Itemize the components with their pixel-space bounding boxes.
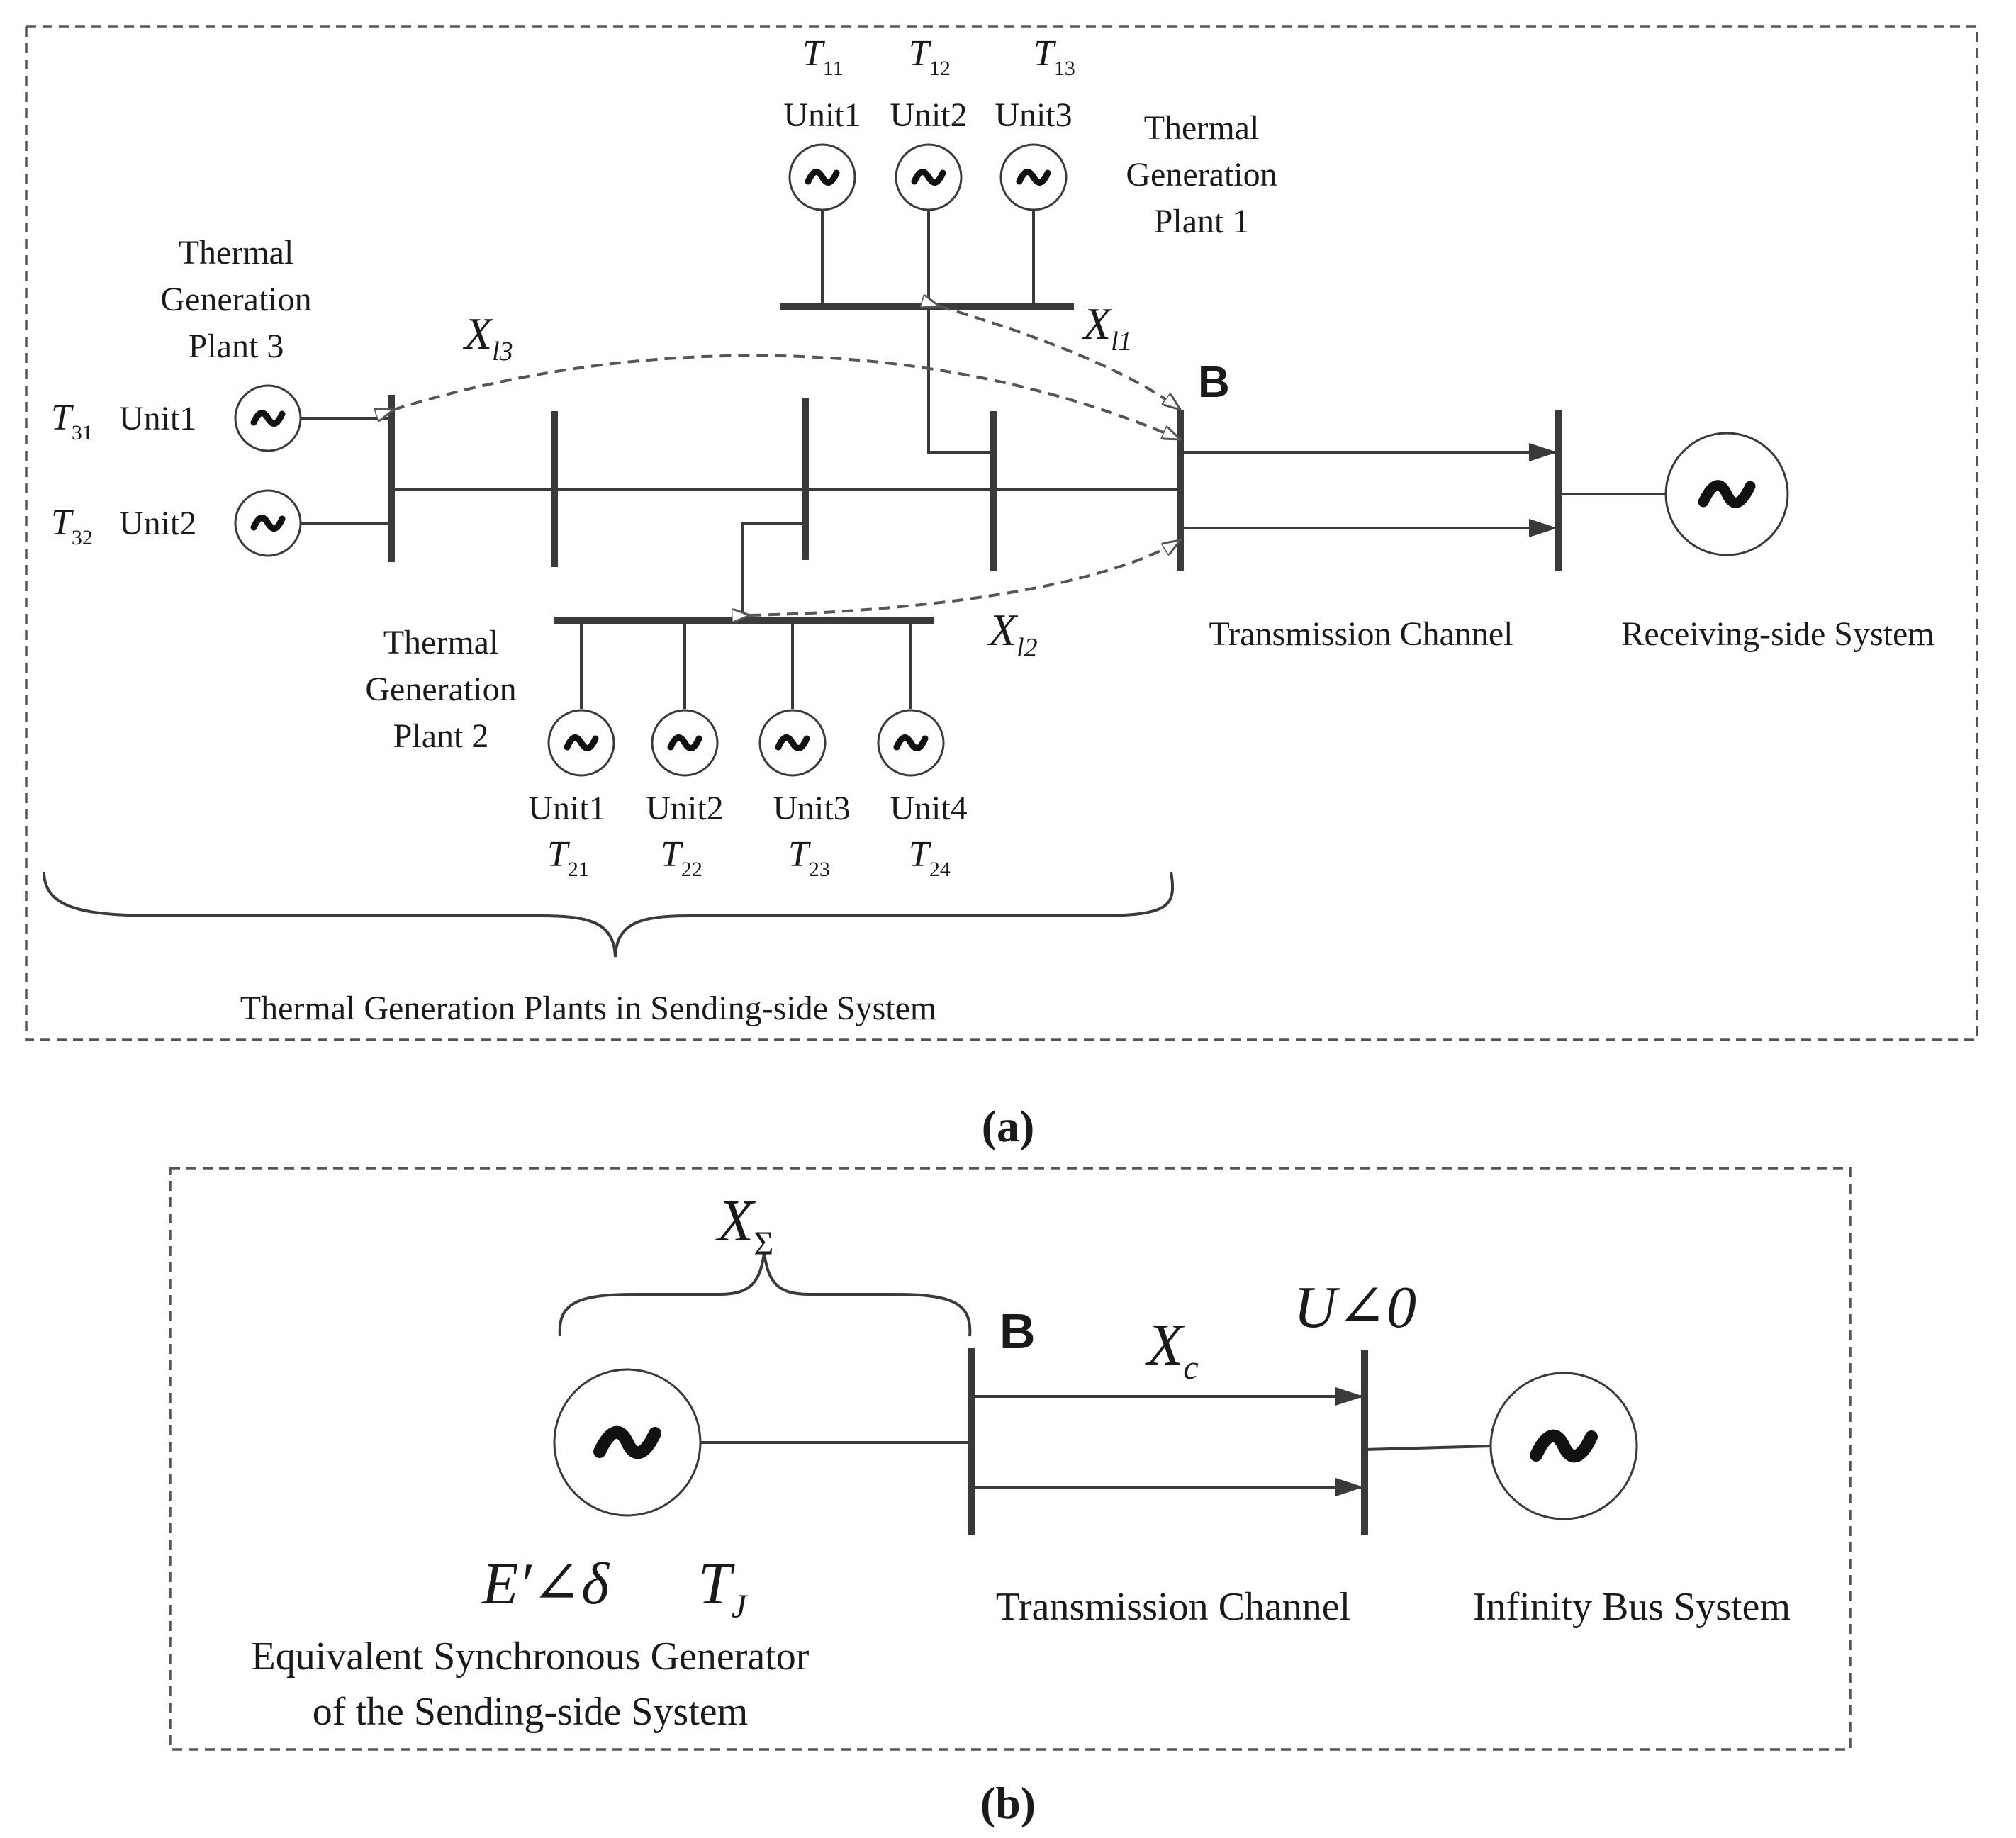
plant-2-unit-2-inertia: T22 bbox=[661, 834, 702, 881]
sending-side-group-label: Thermal Generation Plants in Sending-sid… bbox=[240, 990, 937, 1027]
x-sigma-label: XΣ bbox=[715, 1188, 773, 1262]
plant-3-unit-2-inertia: T32 bbox=[51, 503, 93, 549]
plant-2-title-line-1: Thermal bbox=[383, 624, 499, 661]
reactance-l1-label: Xl1 bbox=[1081, 298, 1132, 357]
plant-1-title-line-1: Thermal bbox=[1144, 109, 1260, 147]
infinity-system-generator-icon bbox=[1489, 1372, 1638, 1520]
plant-1-unit-1-generator-icon bbox=[788, 143, 856, 211]
plant-2-title-line-3: Plant 2 bbox=[393, 717, 489, 755]
plant-1-unit-3-inertia: T13 bbox=[1034, 33, 1075, 80]
reactance-l2-label: Xl2 bbox=[987, 605, 1038, 663]
x-sigma-brace bbox=[558, 1253, 972, 1337]
plant-1-unit-2-generator-icon bbox=[895, 143, 963, 211]
panel-a: Unit1 Unit2 Unit3 T11 T12 T13 Thermal Ge… bbox=[25, 25, 1978, 1041]
bus-b-label-b: B bbox=[999, 1304, 1036, 1359]
plant-3-unit-1-inertia: T31 bbox=[51, 398, 93, 444]
plant-2-unit-3-generator-icon bbox=[758, 709, 827, 777]
plant-2-tie-line bbox=[741, 522, 805, 620]
plant-1-title-line-2: Generation bbox=[1126, 156, 1277, 194]
panel-b: XΣ B Xc U∠0 E′∠δ TJ Equivalent Synchrono… bbox=[169, 1167, 1852, 1751]
equivalent-generator-icon bbox=[553, 1368, 702, 1517]
reactance-l3-arrow-icon bbox=[393, 354, 1180, 441]
plant-3: Unit1 Unit2 T31 T32 Thermal Generation P… bbox=[51, 234, 391, 557]
plant-2-unit-1-generator-icon bbox=[547, 709, 615, 777]
plant-1-unit-2-inertia: T12 bbox=[909, 33, 951, 80]
plant-3-title-line-2: Generation bbox=[160, 281, 311, 318]
infinity-feeder bbox=[1364, 1445, 1493, 1451]
plant-1-unit-2-label: Unit2 bbox=[890, 96, 967, 134]
plant-2-unit-4-inertia: T24 bbox=[909, 834, 951, 881]
plant-3-title-line-3: Plant 3 bbox=[189, 327, 284, 365]
equivalent-generator-label-line-2: of the Sending-side System bbox=[313, 1690, 748, 1734]
plant-2-title-line-2: Generation bbox=[365, 671, 516, 708]
infinity-bus-voltage: U∠0 bbox=[1294, 1274, 1416, 1340]
plant-2: Unit1 Unit2 Unit3 Unit4 T21 T22 T23 T24 … bbox=[365, 522, 968, 881]
plant-2-unit-1-inertia: T21 bbox=[547, 834, 589, 881]
plant-1-unit-1-label: Unit1 bbox=[783, 96, 861, 134]
panel-b-frame bbox=[169, 1167, 1852, 1751]
reactance-l3-label: Xl3 bbox=[462, 308, 513, 366]
plant-3-unit-1-label: Unit1 bbox=[119, 400, 196, 437]
plant-2-unit-2-generator-icon bbox=[651, 709, 719, 777]
plant-3-unit-2-label: Unit2 bbox=[119, 505, 196, 542]
plant-2-unit-2-label: Unit2 bbox=[646, 790, 723, 827]
tj-label: TJ bbox=[698, 1551, 749, 1625]
panel-a-frame bbox=[25, 25, 1978, 1041]
plant-2-unit-4-generator-icon bbox=[877, 709, 945, 777]
plant-2-unit-3-label: Unit3 bbox=[773, 790, 850, 827]
plant-3-unit-2-generator-icon bbox=[234, 489, 302, 557]
receiving-system-generator-icon bbox=[1664, 432, 1789, 556]
plant-2-unit-1-label: Unit1 bbox=[528, 790, 605, 827]
transmission-channel-label-b: Transmission Channel bbox=[996, 1585, 1350, 1629]
plant-1-unit-1-inertia: T11 bbox=[802, 33, 844, 80]
plant-1-title-line-3: Plant 1 bbox=[1154, 203, 1250, 240]
plant-1-unit-3-label: Unit3 bbox=[995, 96, 1072, 134]
plant-2-unit-3-inertia: T23 bbox=[788, 834, 830, 881]
bus-b-label: B bbox=[1198, 358, 1230, 407]
infinity-bus-system-label: Infinity Bus System bbox=[1473, 1585, 1791, 1629]
receiving-side-label: Receiving-side System bbox=[1621, 615, 1934, 653]
emf-label: E′∠δ bbox=[481, 1551, 610, 1617]
plant-1-unit-3-generator-icon bbox=[999, 143, 1068, 211]
plant-2-unit-4-label: Unit4 bbox=[890, 790, 967, 827]
transmission-channel-label-a: Transmission Channel bbox=[1209, 615, 1513, 653]
plant-1: Unit1 Unit2 Unit3 T11 T12 T13 Thermal Ge… bbox=[780, 33, 1277, 454]
sending-side-brace bbox=[43, 871, 1175, 958]
reactance-l2-arrow-icon bbox=[750, 540, 1180, 615]
xc-label: Xc bbox=[1145, 1312, 1199, 1386]
equivalent-generator-label-line-1: Equivalent Synchronous Generator bbox=[252, 1635, 810, 1679]
reactance-l1-arrow-icon bbox=[939, 306, 1180, 410]
panel-b-caption: (b) bbox=[980, 1778, 1036, 1828]
panel-a-caption: (a) bbox=[982, 1101, 1035, 1151]
plant-3-title-line-1: Thermal bbox=[179, 234, 294, 271]
plant-3-unit-1-generator-icon bbox=[234, 384, 302, 452]
